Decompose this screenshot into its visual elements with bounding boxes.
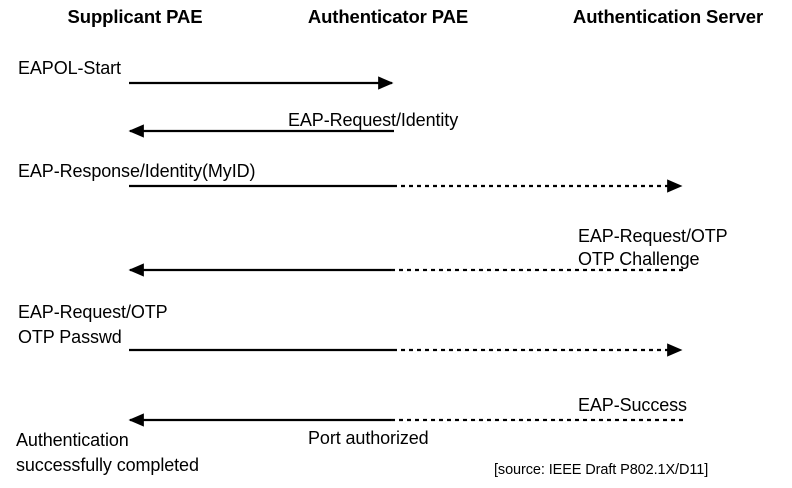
message-label-eap-request-identity: EAP-Request/Identity: [288, 110, 459, 130]
actor-header-authenticator: Authenticator PAE: [307, 6, 469, 27]
message-label-eap-response-identity: EAP-Response/Identity(MyID): [18, 161, 256, 181]
annotation-authentication-complete-line1: Authentication: [16, 430, 129, 450]
message-label-eap-request-otp-challenge-line2: OTP Challenge: [578, 249, 700, 269]
actor-header-supplicant: Supplicant PAE: [67, 6, 203, 27]
annotation-port-authorized: Port authorized: [308, 428, 429, 448]
message-label-eap-success: EAP-Success: [578, 395, 687, 415]
message-label-eap-request-otp-passwd-line2: OTP Passwd: [18, 327, 122, 347]
annotation-authentication-complete-line2: successfully completed: [16, 455, 199, 475]
source-attribution: [source: IEEE Draft P802.1X/D11]: [494, 462, 709, 478]
message-label-eap-request-otp-challenge-line1: EAP-Request/OTP: [578, 226, 728, 246]
message-label-eapol-start: EAPOL-Start: [18, 58, 121, 78]
actor-header-authentication-server: Authentication Server: [572, 6, 764, 27]
message-label-eap-request-otp-passwd-line1: EAP-Request/OTP: [18, 302, 168, 322]
